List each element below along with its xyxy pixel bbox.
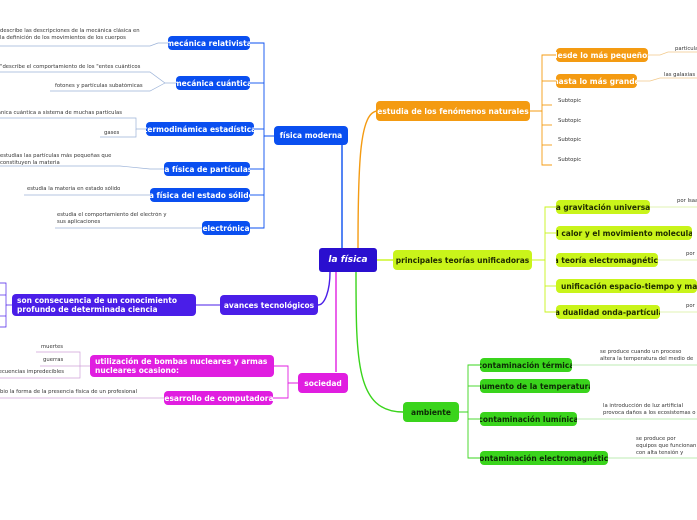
branch-ambiente[interactable]: ambiente — [403, 402, 459, 422]
topic-mecanica-cuantica[interactable]: mecánica cuántica — [176, 76, 250, 90]
topic-desarrollo-computadoras[interactable]: desarrollo de computadoras — [164, 391, 273, 405]
note-termodinamica: aplicación de la mecánica cuántica a sis… — [0, 110, 122, 116]
topic-termodinamica[interactable]: termodinámica estadística — [146, 122, 254, 136]
note-mecanica-cuantica: describe el comportamiento de los "entes… — [0, 64, 141, 70]
note-muertes: muertes — [41, 344, 64, 350]
note-gravitacion: por Isaac — [677, 198, 697, 204]
note-contaminacion-termica: se produce cuando un proceso altera la t… — [600, 349, 694, 362]
topic-estado-solido[interactable]: la física del estado sólido — [150, 188, 250, 202]
branch-teorias-unificadoras[interactable]: principales teorías unificadoras — [393, 250, 532, 270]
note-dualidad: por — [686, 303, 695, 309]
note-fisica-particulas: estudias las partículas más pequeñas que… — [0, 153, 112, 166]
branch-fenomenos-naturales[interactable]: estudia de los fenómenos naturales — [376, 101, 530, 121]
note-contaminacion-luminica: la introducción de luz artificial provoc… — [603, 403, 696, 416]
note-galaxias: las galaxias — [664, 72, 696, 78]
subtopic-4[interactable]: Subtopic — [558, 157, 582, 163]
topic-contaminacion-termica[interactable]: contaminación térmica — [480, 358, 572, 372]
branch-fisica-moderna[interactable]: física moderna — [274, 126, 348, 145]
note-fotones: fotones y partículas subatómicas — [55, 83, 143, 89]
topic-gravitacion-universal[interactable]: la gravitación universal — [556, 200, 650, 214]
topic-contaminacion-electromagnetica[interactable]: contaminación electromagnética — [480, 451, 608, 465]
topic-dualidad-onda[interactable]: la dualidad onda-partícula — [556, 305, 660, 319]
note-guerras: guerras — [43, 357, 64, 363]
topic-fisica-particulas[interactable]: la física de partículas — [164, 162, 250, 176]
topic-hasta-lo-grande[interactable]: hasta lo más grande — [556, 74, 637, 88]
topic-espacio-tiempo[interactable]: unificación espacio-tiempo y masa-energí… — [556, 279, 697, 293]
note-electromagnetica: por — [686, 251, 695, 257]
note-consecuencias: consecuencias impredecibles — [0, 369, 64, 375]
central-topic[interactable]: la física — [319, 248, 377, 272]
subtopic-3[interactable]: Subtopic — [558, 137, 582, 143]
topic-contaminacion-luminica[interactable]: contaminación lumínica — [480, 412, 577, 426]
note-mecanica-relativista: describe las descripciones de la mecánic… — [0, 28, 140, 41]
topic-mecanica-relativista[interactable]: mecánica relativista — [168, 36, 250, 50]
topic-bombas-nucleares[interactable]: utilización de bombas nucleares y armas … — [90, 355, 274, 377]
note-electronica: estudia el comportamiento del electrón y… — [57, 212, 167, 225]
topic-electronica[interactable]: electrónica — [202, 221, 250, 235]
subtopic-1[interactable]: Subtopic — [558, 98, 582, 104]
topic-teoria-electromagnetica[interactable]: la teoría electromagnética — [556, 253, 658, 267]
topic-aumento-temperatura[interactable]: aumento de la temperatura — [480, 379, 590, 393]
note-gases: gases — [104, 130, 120, 136]
topic-calor-movimiento[interactable]: el calor y el movimiento molecular — [556, 226, 692, 240]
note-computadoras: cambio la forma de la presencia física d… — [0, 389, 137, 395]
note-estado-solido: estudia la materia en estado sólido — [27, 186, 121, 192]
subtopic-2[interactable]: Subtopic — [558, 118, 582, 124]
note-particulas: partículas — [675, 46, 697, 52]
topic-conocimiento-profundo[interactable]: son consecuencia de un conocimiento prof… — [12, 294, 196, 316]
branch-sociedad[interactable]: sociedad — [298, 373, 348, 393]
branch-avances-tecnologicos[interactable]: avances tecnológicos — [220, 295, 318, 315]
topic-desde-lo-pequeno[interactable]: desde lo más pequeños — [556, 48, 648, 62]
note-contaminacion-electromagnetica: se produce por equipos que funcionan con… — [636, 436, 697, 456]
